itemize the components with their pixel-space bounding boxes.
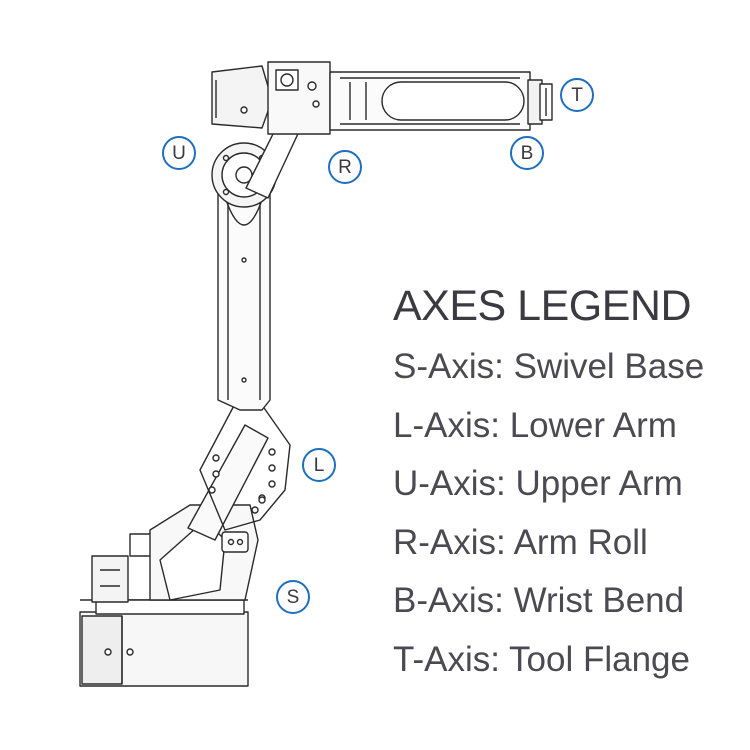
- upper-arm-column: [217, 174, 271, 411]
- legend-title: AXES LEGEND: [393, 282, 692, 330]
- legend-item-r-axis: R-Axis: Arm Roll: [393, 522, 648, 562]
- wrist-head: [211, 61, 331, 135]
- axis-marker-b: B: [510, 136, 544, 170]
- axis-marker-s: S: [276, 580, 310, 614]
- tool-flange: [527, 79, 553, 125]
- axis-marker-t: T: [560, 78, 594, 112]
- forearm: [329, 71, 531, 131]
- legend-item-b-axis: B-Axis: Wrist Bend: [393, 581, 685, 621]
- axis-marker-u: U: [162, 136, 196, 170]
- legend-item-t-axis: T-Axis: Tool Flange: [393, 639, 690, 679]
- legend-item-l-axis: L-Axis: Lower Arm: [393, 405, 677, 445]
- legend-item-u-axis: U-Axis: Upper Arm: [393, 464, 683, 504]
- robot-base: [79, 533, 249, 687]
- axis-marker-r: R: [328, 150, 362, 184]
- legend-item-s-axis: S-Axis: Swivel Base: [393, 347, 705, 387]
- axis-marker-l: L: [302, 448, 336, 482]
- axes-legend: AXES LEGEND S-Axis: Swivel Base L-Axis: …: [393, 282, 738, 689]
